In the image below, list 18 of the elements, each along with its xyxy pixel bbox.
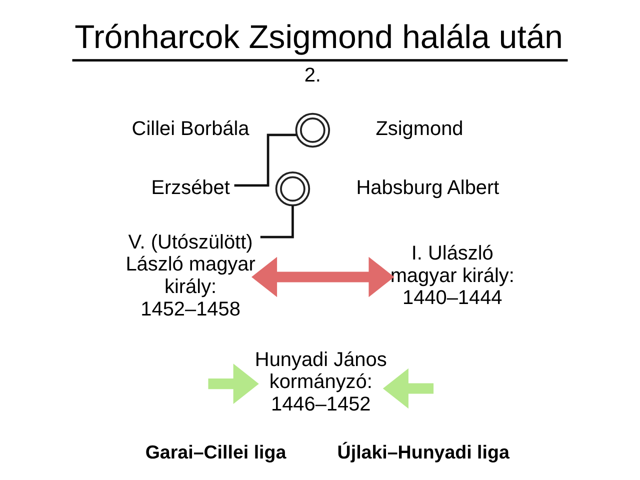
node-text: V. (Utószülött) László magyar király: 1452–1458 bbox=[126, 231, 256, 320]
node-text: Hunyadi János kormányzó: 1446–1452 bbox=[254, 348, 387, 416]
label: Cillei Borbála bbox=[132, 118, 250, 140]
node-rings bbox=[295, 112, 330, 148]
label: Zsigmond bbox=[376, 118, 464, 140]
label: Habsburg Albert bbox=[356, 176, 500, 199]
arrow bbox=[382, 368, 434, 409]
label: Újlaki–Hunyadi liga bbox=[337, 442, 510, 463]
node-rings bbox=[275, 172, 310, 206]
node-text: Erzsébet bbox=[151, 176, 230, 199]
connector bbox=[260, 206, 294, 238]
label: Garai–Cillei liga bbox=[145, 442, 286, 463]
diagram-title: Trónharcok Zsigmond halála után bbox=[74, 18, 563, 55]
arrow bbox=[208, 364, 259, 404]
node-label: 2. bbox=[304, 64, 321, 87]
arrow bbox=[251, 256, 394, 298]
connector bbox=[234, 134, 297, 187]
node-text: I. Ulászló magyar király: 1440–1444 bbox=[390, 242, 514, 310]
